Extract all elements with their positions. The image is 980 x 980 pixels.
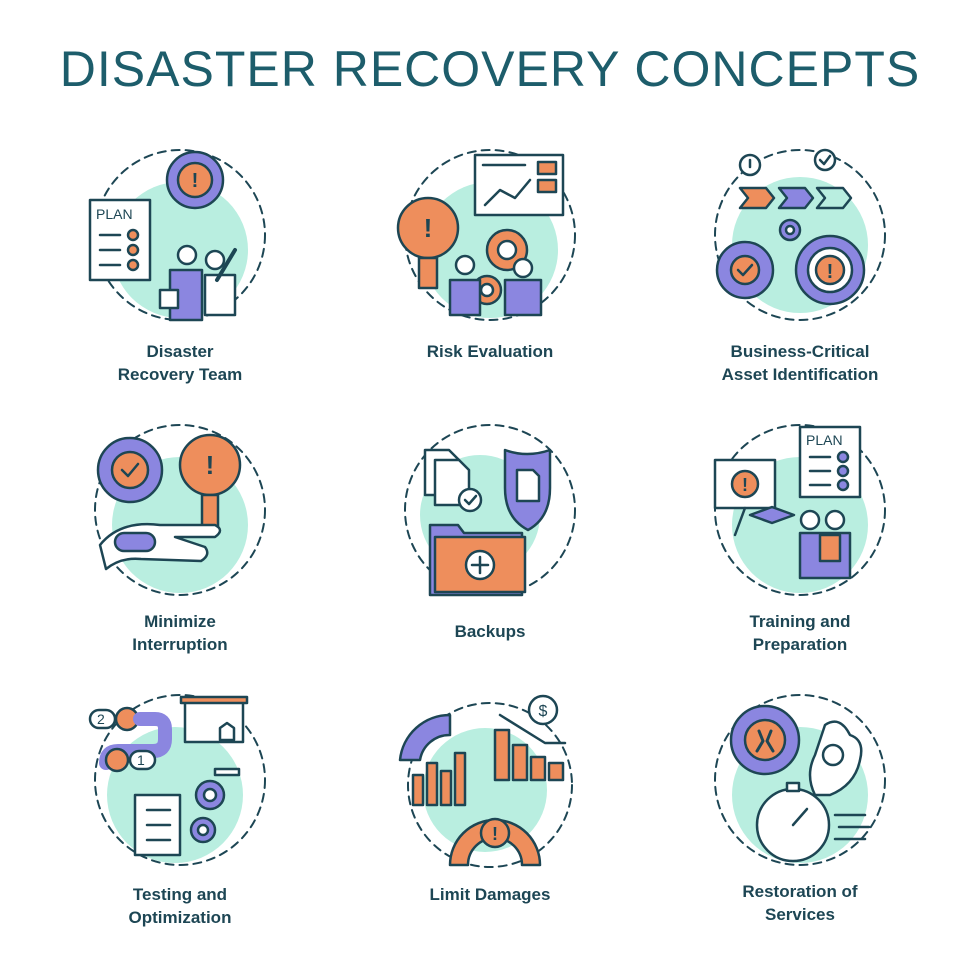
concept-label: Disaster Recovery Team xyxy=(117,342,243,384)
concept-card-backups: Backups xyxy=(340,415,640,685)
svg-text:!: ! xyxy=(827,261,834,283)
restoration-services-icon xyxy=(705,685,895,875)
concept-card-asset-identification: ! Business-Critical Asset Identification xyxy=(650,140,950,410)
limit-damages-icon: $ ! xyxy=(395,685,585,875)
concept-label: Testing and Optimization xyxy=(128,885,232,927)
svg-text:!: ! xyxy=(424,213,433,243)
concept-card-limit-damages: $ ! Limit Damages xyxy=(340,685,640,955)
concept-label: Restoration of Services xyxy=(742,882,858,924)
svg-text:$: $ xyxy=(539,703,548,720)
plan-text: PLAN xyxy=(806,432,843,448)
concept-card-minimize-interruption: ! Minimize Interruption xyxy=(30,415,330,685)
concept-label: Limit Damages xyxy=(429,885,551,904)
disaster-recovery-team-icon: ! PLAN xyxy=(85,140,275,330)
concept-card-training-preparation: PLAN ! Training and Preparation xyxy=(650,415,950,685)
svg-text:!: ! xyxy=(492,824,498,844)
training-preparation-icon: PLAN ! xyxy=(705,415,895,605)
concept-label: Risk Evaluation xyxy=(426,342,554,361)
minimize-interruption-icon: ! xyxy=(85,415,275,605)
concept-label: Backups xyxy=(454,622,526,641)
concept-card-disaster-recovery-team: ! PLAN Disaster Recovery Team xyxy=(30,140,330,410)
concept-label: Minimize Interruption xyxy=(132,612,228,654)
concept-label: Training and Preparation xyxy=(749,612,851,654)
step-number: 1 xyxy=(137,752,145,768)
step-number: 2 xyxy=(97,711,105,727)
concept-card-restoration-services: Restoration of Services xyxy=(650,685,950,955)
asset-identification-icon: ! xyxy=(705,140,895,330)
concept-label: Business-Critical Asset Identification xyxy=(721,342,879,384)
testing-optimization-icon: 2 1 xyxy=(85,685,275,875)
risk-evaluation-icon: ! xyxy=(395,140,585,330)
plan-text: PLAN xyxy=(96,206,133,222)
backups-icon xyxy=(395,415,585,605)
svg-text:!: ! xyxy=(742,475,748,495)
concepts-grid: ! PLAN Disaster Recovery Team xyxy=(30,140,950,960)
page-title: DISASTER RECOVERY CONCEPTS xyxy=(59,41,921,97)
concept-card-testing-optimization: 2 1 Testing and Optimization xyxy=(30,685,330,955)
concept-card-risk-evaluation: ! Risk Evaluation xyxy=(340,140,640,410)
svg-text:!: ! xyxy=(192,170,199,192)
svg-text:!: ! xyxy=(206,450,215,480)
